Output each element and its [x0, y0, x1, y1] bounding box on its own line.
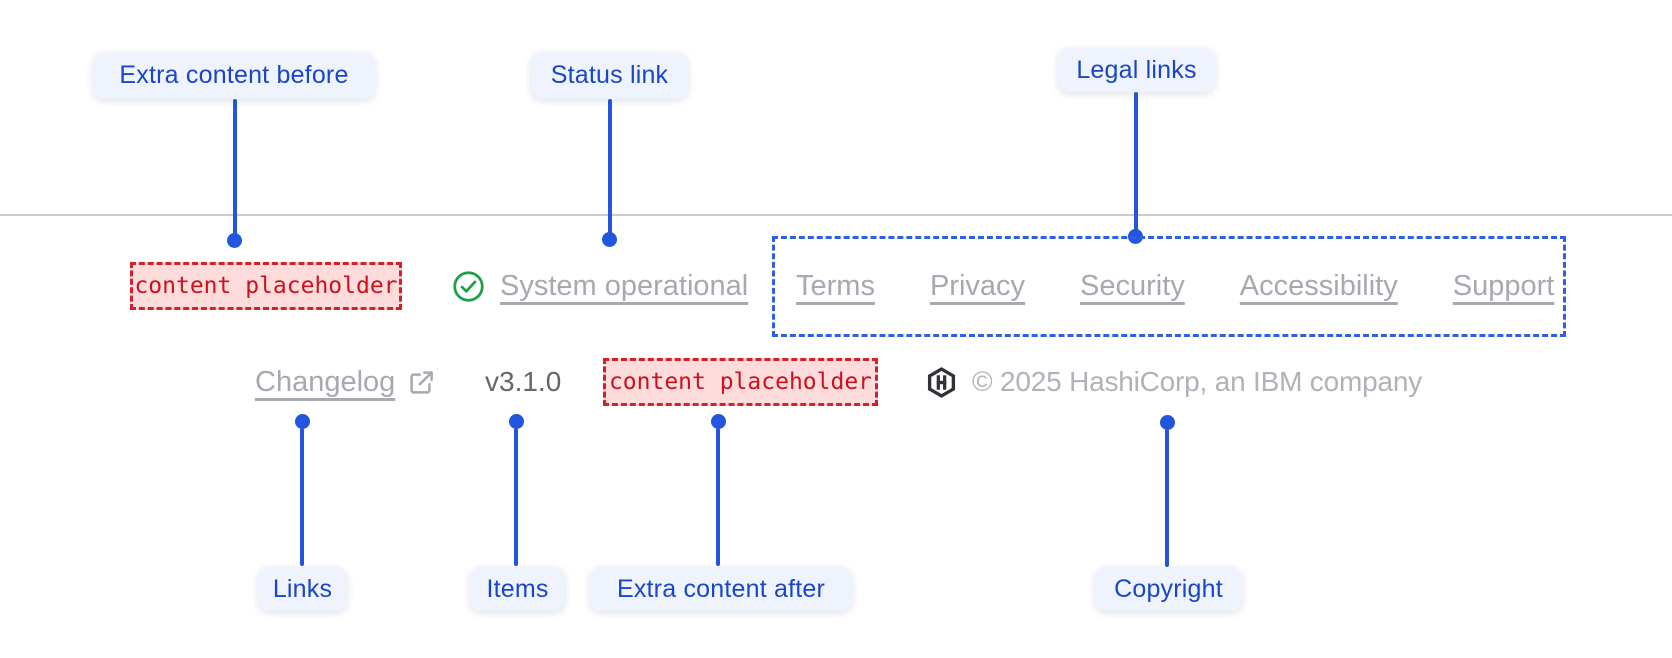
connector-dot: [295, 414, 310, 429]
connector-dot: [602, 232, 617, 247]
extra-content-before-placeholder: content placeholder: [130, 262, 402, 310]
annotation-label: Extra content after: [616, 574, 826, 603]
annotation-links: Links: [258, 567, 347, 611]
connector-line: [300, 428, 304, 566]
annotation-legal-links: Legal links: [1058, 48, 1215, 92]
legal-link-accessibility[interactable]: Accessibility: [1239, 270, 1398, 302]
connector-line: [1165, 429, 1169, 567]
annotation-items: Items: [470, 567, 565, 611]
legal-links-group: Terms Privacy Security Accessibility Sup…: [772, 236, 1566, 337]
annotation-copyright: Copyright: [1095, 567, 1242, 611]
status-link-label[interactable]: System operational: [500, 269, 749, 302]
annotation-label: Extra content before: [119, 61, 349, 89]
copyright-text: © 2025 HashiCorp, an IBM company: [972, 366, 1423, 397]
annotation-status-link: Status link: [531, 52, 688, 99]
connector-line: [716, 428, 720, 566]
connector-line: [608, 99, 612, 234]
legal-link-security[interactable]: Security: [1080, 270, 1185, 302]
annotation-label: Links: [272, 574, 333, 603]
annotation-label: Items: [486, 574, 549, 603]
changelog-link-label[interactable]: Changelog: [255, 365, 396, 398]
version-item: v3.1.0: [485, 358, 561, 406]
connector-line: [233, 99, 237, 235]
annotation-label: Legal links: [1076, 55, 1197, 84]
placeholder-text: content placeholder: [608, 369, 873, 395]
connector-dot: [711, 414, 726, 429]
connector-dot: [1160, 415, 1175, 430]
connector-line: [1134, 92, 1138, 231]
changelog-link[interactable]: Changelog: [255, 358, 435, 406]
footer-top-divider: [0, 214, 1672, 216]
connector-dot: [509, 414, 524, 429]
check-circle-icon: [452, 270, 485, 303]
copyright-item: © 2025 HashiCorp, an IBM company: [926, 358, 1422, 406]
status-link[interactable]: System operational: [452, 262, 748, 310]
placeholder-text: content placeholder: [134, 273, 398, 299]
hashicorp-logo-icon: [926, 366, 957, 398]
connector-line: [514, 428, 518, 566]
external-link-icon: [408, 369, 435, 396]
legal-link-privacy[interactable]: Privacy: [929, 270, 1026, 302]
annotation-label: Copyright: [1114, 574, 1223, 603]
annotation-label: Status link: [550, 61, 669, 89]
extra-content-after-placeholder: content placeholder: [603, 358, 878, 406]
legal-link-terms[interactable]: Terms: [796, 270, 875, 302]
version-label: v3.1.0: [485, 366, 562, 397]
connector-dot: [227, 233, 242, 248]
annotation-extra-content-after: Extra content after: [590, 567, 852, 611]
legal-link-support[interactable]: Support: [1452, 270, 1555, 302]
annotation-extra-content-before: Extra content before: [93, 52, 375, 99]
